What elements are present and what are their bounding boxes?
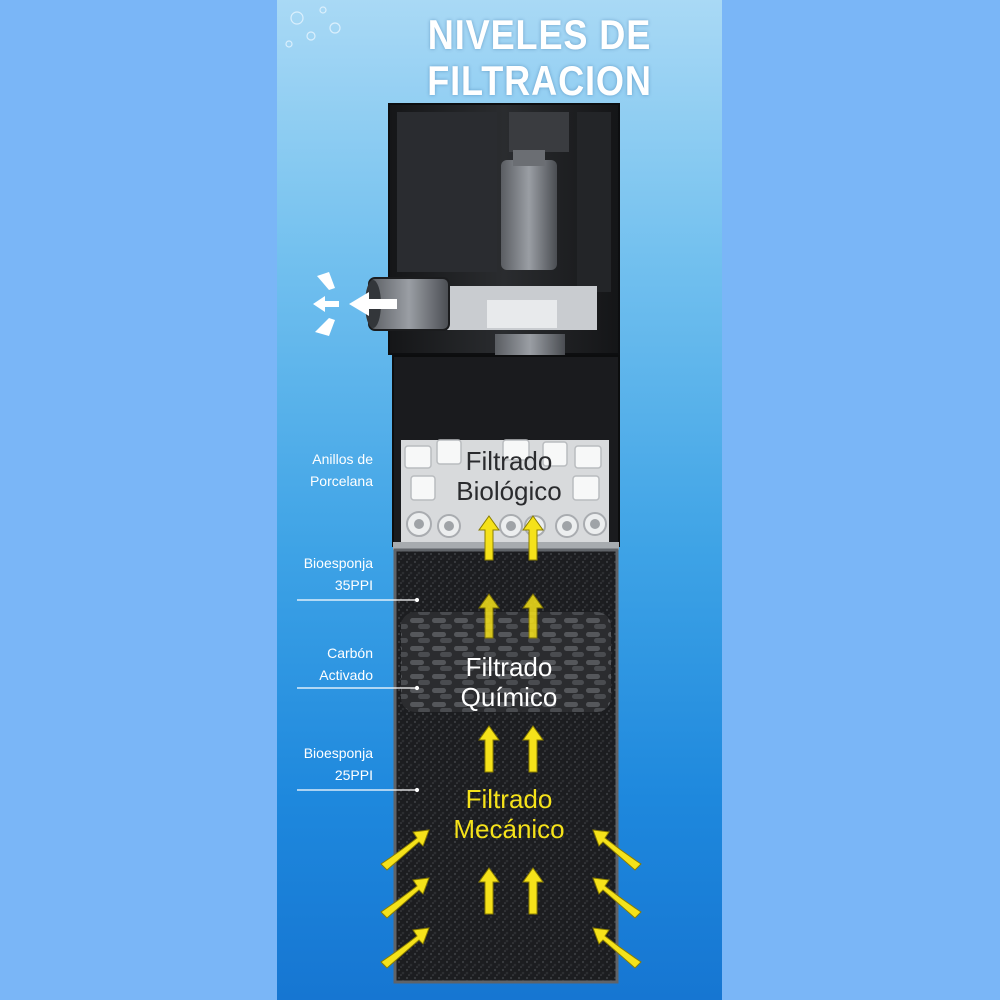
label-porcelain-rings: Anillos de Porcelana: [277, 448, 373, 492]
media-divider: [393, 542, 619, 550]
activated-carbon: [401, 612, 611, 712]
label-rings-line2: Porcelana: [309, 473, 373, 489]
stage-mechanical: Filtrado Mecánico: [409, 784, 609, 844]
stage-mechanical-line2: Mecánico: [453, 814, 565, 844]
stage-mechanical-line1: Filtrado: [465, 784, 553, 814]
title-line-1: NIVELES DE: [427, 11, 652, 58]
label-activated-carbon: Carbón Activado: [277, 642, 373, 686]
label-biosponge-25: Bioesponja 25PPI: [277, 742, 373, 786]
ceramic-rings: [401, 439, 609, 542]
stage-chemical-line2: Químico: [460, 682, 558, 712]
outlet-nozzle: [365, 277, 450, 331]
flow-arrow-icon: [478, 515, 544, 915]
label-pointers: [297, 597, 420, 793]
label-carbon-line2: Activado: [319, 667, 373, 683]
label-biosponge-35: Bioesponja 35PPI: [277, 552, 373, 596]
stage-chemical-line1: Filtrado: [465, 652, 553, 682]
label-sponge25-line2: 25PPI: [334, 767, 373, 783]
stage-biological-line2: Biológico: [456, 476, 562, 506]
title-line-2: FILTRACION: [427, 57, 652, 104]
filter-diagram: [285, 6, 642, 984]
label-rings-line1: Anillos de: [312, 451, 373, 467]
outlet-arrow-icon: [313, 272, 397, 336]
stage-biological-line1: Filtrado: [465, 446, 553, 476]
label-sponge35-line2: 35PPI: [334, 577, 373, 593]
stage-chemical: Filtrado Químico: [409, 652, 609, 712]
intake-arrow-icon: [380, 829, 642, 969]
label-sponge25-line1: Bioesponja: [303, 745, 373, 761]
label-carbon-line1: Carbón: [327, 645, 373, 661]
filtration-panel: NIVELES DE FILTRACION: [277, 0, 722, 1000]
stage-biological: Filtrado Biológico: [409, 446, 609, 506]
bubbles: [285, 6, 341, 48]
label-sponge35-line1: Bioesponja: [303, 555, 373, 571]
